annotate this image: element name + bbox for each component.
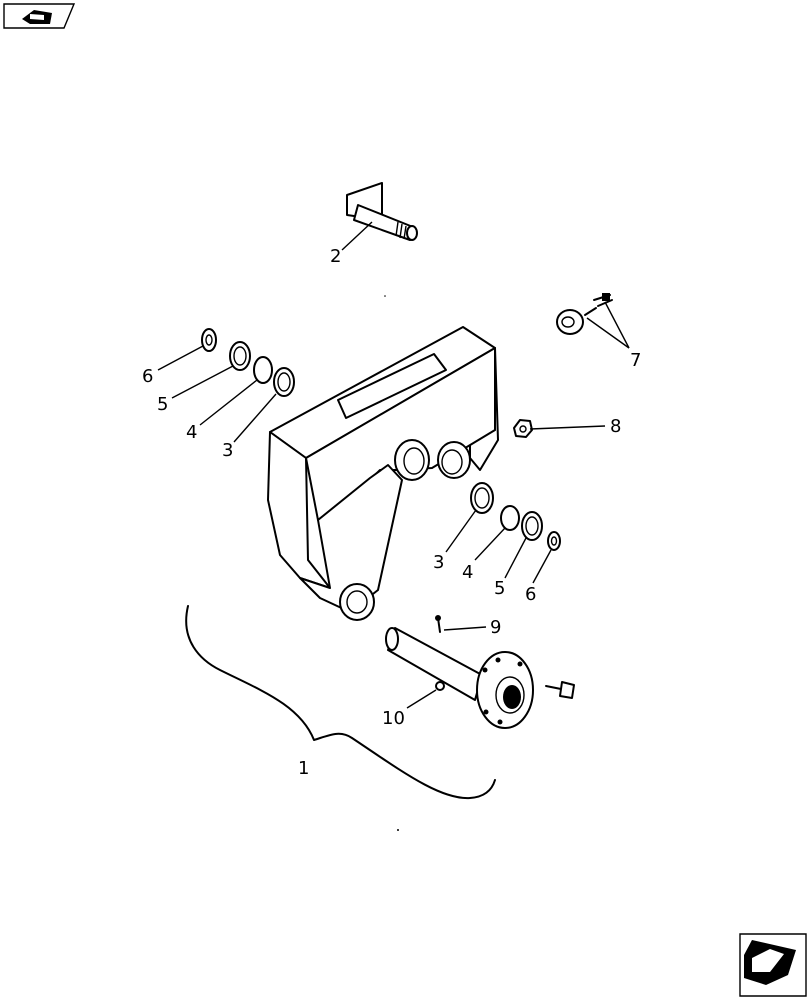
- callout-labels: 1 2 6 5 4 3 7 8 3 4 5 6 9 10: [142, 246, 641, 779]
- axle-hub-assembly: [385, 615, 575, 729]
- callout-6-left: 6: [142, 366, 153, 387]
- callout-6-right: 6: [525, 584, 536, 605]
- part-2-pin: [346, 182, 418, 241]
- page-back-arrow-icon: [22, 10, 52, 24]
- callout-4-right: 4: [462, 562, 473, 583]
- callout-4-left: 4: [186, 422, 197, 443]
- callout-5-right: 5: [494, 578, 505, 599]
- callout-7: 7: [630, 350, 641, 371]
- top-nav-button[interactable]: [3, 3, 76, 29]
- assembly-brace: [185, 605, 496, 800]
- callout-9: 9: [490, 617, 501, 638]
- left-bearing-stack: [201, 328, 295, 397]
- page-forward-arrow-icon: [744, 940, 796, 985]
- right-bearing-stack: [470, 482, 561, 551]
- part-8-nut: [513, 419, 533, 438]
- callout-5-left: 5: [157, 394, 168, 415]
- part-7-knob: [556, 293, 613, 335]
- callout-2: 2: [330, 246, 341, 267]
- leader-lines: [157, 221, 630, 709]
- callout-3-right: 3: [433, 552, 444, 573]
- callout-3-left: 3: [222, 440, 233, 461]
- callout-10: 10: [382, 708, 405, 729]
- callout-8: 8: [610, 416, 621, 437]
- main-bracket-body: [267, 326, 499, 621]
- bottom-nav-button[interactable]: [739, 933, 807, 997]
- callout-1: 1: [298, 758, 309, 779]
